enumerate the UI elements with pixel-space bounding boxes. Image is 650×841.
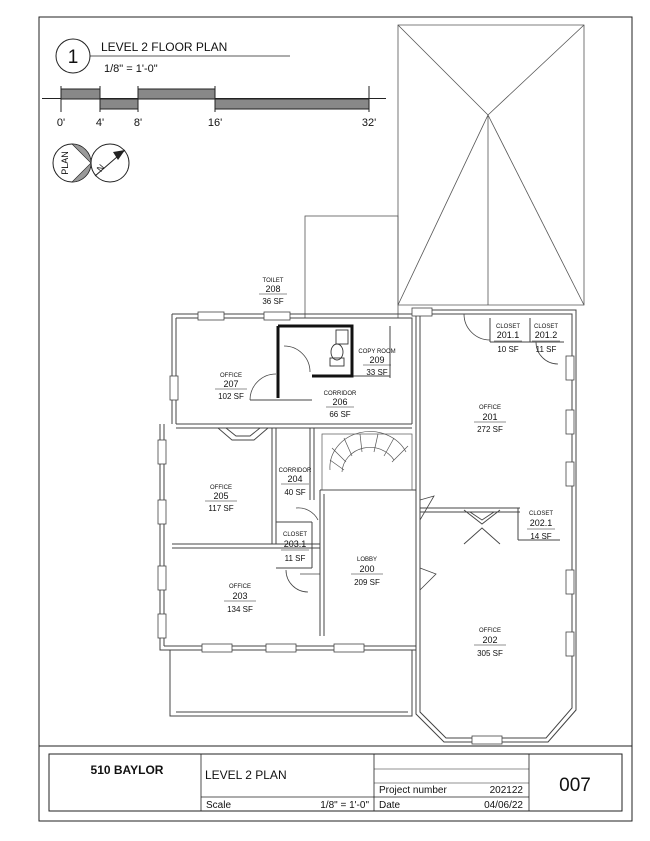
room-name: CLOSET: [534, 324, 558, 330]
plan-north-arrow-icon: [71, 143, 92, 183]
room-name: CORRIDOR: [279, 468, 312, 474]
room-area: 272 SF: [477, 425, 503, 434]
room-name: CLOSET: [283, 532, 307, 538]
room-number: 203: [232, 591, 247, 601]
title-block-frame: [48, 753, 623, 812]
date-label: Date: [379, 800, 401, 811]
room-number: 201: [482, 412, 497, 422]
room-name: OFFICE: [210, 485, 232, 491]
room-number: 203.1: [284, 539, 307, 549]
room-number: 202: [482, 635, 497, 645]
true-north-arrow-icon: [113, 150, 125, 160]
roof-outline: [304, 24, 585, 319]
toilet-tank-icon: [329, 357, 345, 367]
north-label: N: [95, 162, 107, 173]
scale-label-32: 32': [362, 117, 376, 129]
room-tag-closet-201-1: CLOSET 201.1 10 SF: [494, 324, 522, 354]
toilet-bowl-icon: [330, 343, 344, 361]
room-number: 207: [223, 379, 238, 389]
project-number-label: Project number: [379, 785, 447, 796]
room-tag-office-202: OFFICE 202 305 SF: [474, 628, 506, 658]
room-area: 11 SF: [285, 554, 306, 563]
room-tag-toilet-208: TOILET 208 36 SF: [259, 278, 287, 306]
date-value: 04/06/22: [484, 800, 523, 811]
room-name: CORRIDOR: [324, 391, 357, 397]
scale-bar: 0' 4' 8' 16' 32': [42, 86, 386, 129]
plumbing-fixtures: [329, 329, 349, 367]
scale-value: 1/8" = 1'-0": [320, 800, 369, 811]
room-number: 206: [332, 397, 347, 407]
room-number: 208: [265, 284, 280, 294]
room-area: 134 SF: [227, 605, 253, 614]
sheet-border: [38, 16, 633, 822]
room-tag-corridor-206: CORRIDOR 206 66 SF: [324, 391, 357, 419]
north-arrow: PLAN N: [52, 143, 130, 183]
room-tag-closet-201-2: CLOSET 201.2 11 SF: [532, 324, 560, 354]
room-tag-office-205: OFFICE 205 117 SF: [205, 485, 237, 513]
room-number: 209: [369, 355, 384, 365]
room-name: COPY ROOM: [358, 349, 395, 355]
true-north-circle: [90, 143, 130, 183]
room-number: 201.1: [497, 330, 520, 340]
room-area: 40 SF: [284, 488, 305, 497]
room-number: 202.1: [530, 518, 553, 528]
room-name: OFFICE: [229, 584, 251, 590]
room-tag-closet-202-1: CLOSET 202.1 14 SF: [527, 511, 555, 541]
room-number: 204: [287, 474, 302, 484]
room-area: 209 SF: [354, 578, 380, 587]
room-name: OFFICE: [479, 405, 501, 411]
room-name: CLOSET: [529, 511, 553, 517]
room-name: OFFICE: [479, 628, 501, 634]
room-area: 14 SF: [530, 532, 551, 541]
room-area: 36 SF: [262, 297, 283, 306]
room-name: LOBBY: [357, 557, 377, 563]
room-tags: TOILET 208 36 SF COPY ROOM 209 33 SF OFF…: [205, 278, 560, 658]
sink-icon: [335, 329, 349, 345]
room-name: OFFICE: [220, 373, 242, 379]
room-tag-lobby-200: LOBBY 200 209 SF: [351, 557, 383, 587]
room-tag-office-207: OFFICE 207 102 SF: [215, 373, 247, 401]
room-number: 205: [213, 491, 228, 501]
fireplaces: [217, 427, 501, 545]
room-name: TOILET: [263, 278, 284, 284]
room-area: 10 SF: [497, 345, 518, 354]
door-swings: [249, 313, 559, 593]
building-walls: [159, 309, 577, 743]
room-name: CLOSET: [496, 324, 520, 330]
sheet-title: LEVEL 2 PLAN: [205, 768, 287, 782]
plan-label: PLAN: [60, 151, 70, 175]
room-tag-office-201: OFFICE 201 272 SF: [474, 405, 506, 434]
scale-label-8: 8': [134, 117, 142, 129]
room-area: 102 SF: [218, 392, 244, 401]
room-area: 66 SF: [329, 410, 350, 419]
scale-label-16: 16': [208, 117, 222, 129]
room-area: 11 SF: [536, 345, 557, 354]
scale-label-4: 4': [96, 117, 104, 129]
scale-label: Scale: [206, 800, 231, 811]
view-title-text: LEVEL 2 FLOOR PLAN: [101, 40, 227, 54]
project-number: 202122: [490, 785, 524, 796]
windows: [157, 307, 575, 745]
toilet-walls: [276, 324, 354, 398]
room-area: 117 SF: [208, 504, 233, 513]
room-tag-closet-203-1: CLOSET 203.1 11 SF: [281, 532, 309, 563]
project-name: 510 BAYLOR: [91, 763, 164, 777]
sheet-number: 007: [559, 775, 591, 796]
room-tag-corridor-204: CORRIDOR 204 40 SF: [279, 468, 312, 497]
title-block: 510 BAYLOR LEVEL 2 PLAN Project number 2…: [39, 745, 632, 812]
scale-label-0: 0': [57, 117, 65, 129]
room-tag-copy-room-209: COPY ROOM 209 33 SF: [358, 349, 395, 377]
room-number: 200: [359, 564, 374, 574]
view-scale-text: 1/8" = 1'-0": [104, 63, 158, 75]
spiral-stair: [321, 431, 413, 491]
room-number: 201.2: [535, 330, 558, 340]
room-area: 33 SF: [366, 368, 387, 377]
view-title: 1 LEVEL 2 FLOOR PLAN 1/8" = 1'-0": [55, 38, 290, 75]
view-number: 1: [68, 47, 79, 68]
room-tag-office-203: OFFICE 203 134 SF: [224, 584, 256, 614]
room-area: 305 SF: [477, 649, 503, 658]
